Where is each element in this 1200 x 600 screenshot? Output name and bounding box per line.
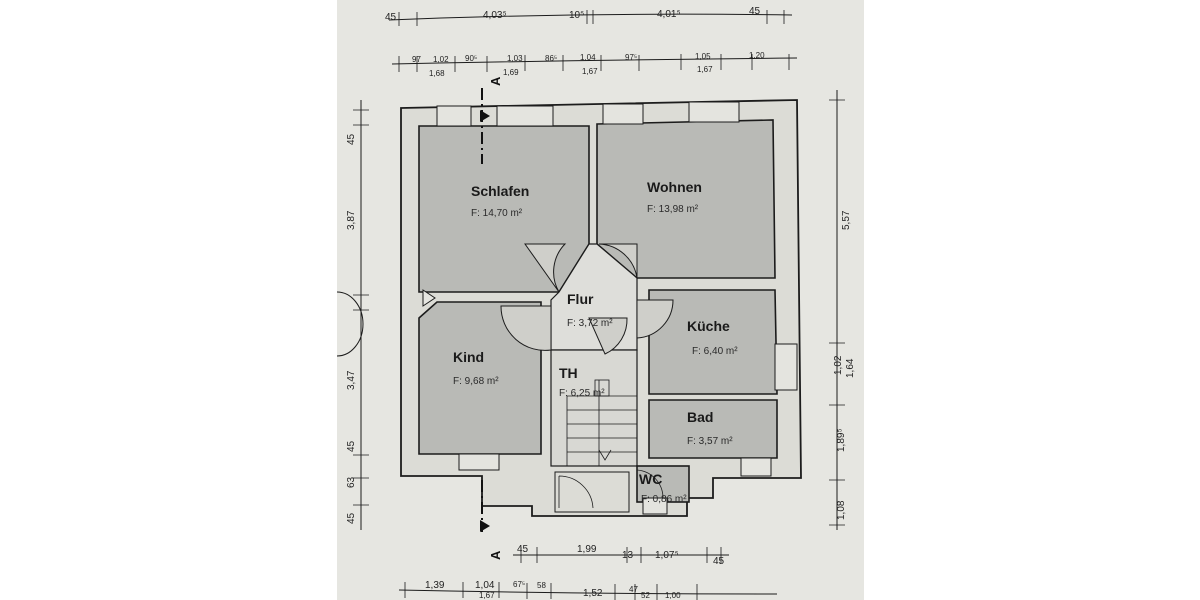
label-wohnen-area: F: 13,98 m² [647,204,699,215]
dim-left-5: 63 [346,476,357,488]
label-kueche-name: Küche [687,318,730,334]
door-wc-swing [636,469,664,499]
dim-right-2: 1,02 [833,355,844,375]
dim-bottom-3: 13 [622,550,634,561]
dim-top2-lower-1: 1,68 [429,69,445,78]
dim-bottom-4: 1,07⁵ [655,550,679,561]
top-dimension-row-1: 45 4,03⁵ 10⁵ 4,01⁵ 45 [385,6,793,26]
label-bad-name: Bad [687,409,713,425]
door-wohnen [598,243,638,279]
dim-right-1: 5,57 [841,210,852,230]
dim-top2-4: 1,03 [507,54,523,63]
bottom-dimension-row-1: 45 1,99 13 1,07⁵ 45 [513,544,729,567]
dim-top2-6: 1,04 [580,53,596,62]
door-kind [500,305,552,351]
label-kind-name: Kind [453,349,484,365]
dim-bottom2-7: 52 [641,591,650,600]
dim-top-2: 4,03⁵ [483,10,507,21]
label-kind-area: F: 9,68 m² [453,376,499,387]
room-kind [418,301,542,455]
dim-bottom2-4: 58 [537,581,546,590]
label-th-name: TH [559,365,578,381]
door-flur [588,317,628,355]
dim-bottom2-8: 1,00 [665,591,681,600]
room-wohnen [596,119,776,279]
label-bad-area: F: 3,57 m² [687,436,733,447]
label-wc-name: WC [639,471,662,487]
left-dimension-chain: 45 3,87 3,47 45 63 45 [346,100,369,530]
label-th-area: F: 6,25 m² [559,388,605,399]
entry-door-swing [558,475,594,509]
dim-left-2: 3,87 [346,210,357,230]
room-kueche [648,289,778,395]
dim-top2-7: 97⁵ [625,53,637,62]
dim-top2-5: 86⁵ [545,54,557,63]
dim-bottom2-lower-1: 1,67 [479,591,495,600]
dim-right-4: 1,89⁵ [836,428,847,452]
room-th [550,349,638,467]
section-marker-top: A [488,76,503,86]
label-flur-area: F: 3,72 m² [567,318,613,329]
dim-bottom2-6: 47 [629,585,638,594]
dim-bottom-2: 1,99 [577,544,597,555]
label-schlafen-name: Schlafen [471,183,529,199]
floor-plan: 45 4,03⁵ 10⁵ 4,01⁵ 45 97 1,02 90⁵ 1,03 8… [337,6,856,600]
top-dimension-row-2: 97 1,02 90⁵ 1,03 86⁵ 1,04 97⁵ 1,05 1,20 … [391,51,798,78]
dim-top-5: 45 [749,6,761,17]
label-wc-area: F: 0,86 m² [641,494,687,505]
dim-top-3: 10⁵ [569,10,584,21]
dim-top2-2: 1,02 [433,55,449,64]
door-kueche [636,299,674,339]
dim-top2-9: 1,20 [749,51,765,60]
dim-left-3: 3,47 [346,370,357,390]
dim-left-1: 45 [346,133,357,145]
triangle-marker [422,289,436,307]
dim-left-4: 45 [346,440,357,452]
floor-plan-sheet: 45 4,03⁵ 10⁵ 4,01⁵ 45 97 1,02 90⁵ 1,03 8… [337,0,864,600]
room-bad [648,399,778,459]
door-schlafen [524,243,567,293]
dim-bottom-1: 45 [517,544,529,555]
label-flur-name: Flur [567,291,594,307]
dim-top2-8: 1,05 [695,52,711,61]
dim-top-1: 45 [385,12,397,23]
windows [436,101,798,515]
dim-top2-lower-2: 1,69 [503,68,519,77]
dim-left-6: 45 [346,512,357,524]
dim-bottom2-3: 67⁵ [513,580,525,589]
dim-bottom-5: 45 [713,556,725,567]
dim-top2-1: 97 [412,55,421,64]
dim-top2-lower-3: 1,67 [582,67,598,76]
stair-lines [566,379,637,466]
label-kueche-area: F: 6,40 m² [692,346,738,357]
right-dimension-chain: 5,57 1,02 1,64 1,89⁵ 1,08 [829,90,856,530]
label-wohnen-name: Wohnen [647,179,702,195]
dim-bottom2-2: 1,04 [475,580,495,591]
dim-right-5: 1,08 [836,500,847,520]
dim-right-3: 1,64 [845,358,856,378]
label-schlafen-area: F: 14,70 m² [471,208,523,219]
dim-bottom2-1: 1,39 [425,580,445,591]
left-circle-symbol [337,291,364,357]
entry-area [554,471,630,513]
bottom-dimension-row-2: 1,39 1,04 67⁵ 58 1,52 47 52 1,00 1,67 [398,580,778,600]
dim-top-4: 4,01⁵ [657,9,681,20]
dim-top2-lower-4: 1,67 [697,65,713,74]
section-line-a [480,88,490,532]
dim-bottom2-5: 1,52 [583,588,603,599]
section-marker-bottom: A [488,550,503,560]
dim-top2-3: 90⁵ [465,54,477,63]
